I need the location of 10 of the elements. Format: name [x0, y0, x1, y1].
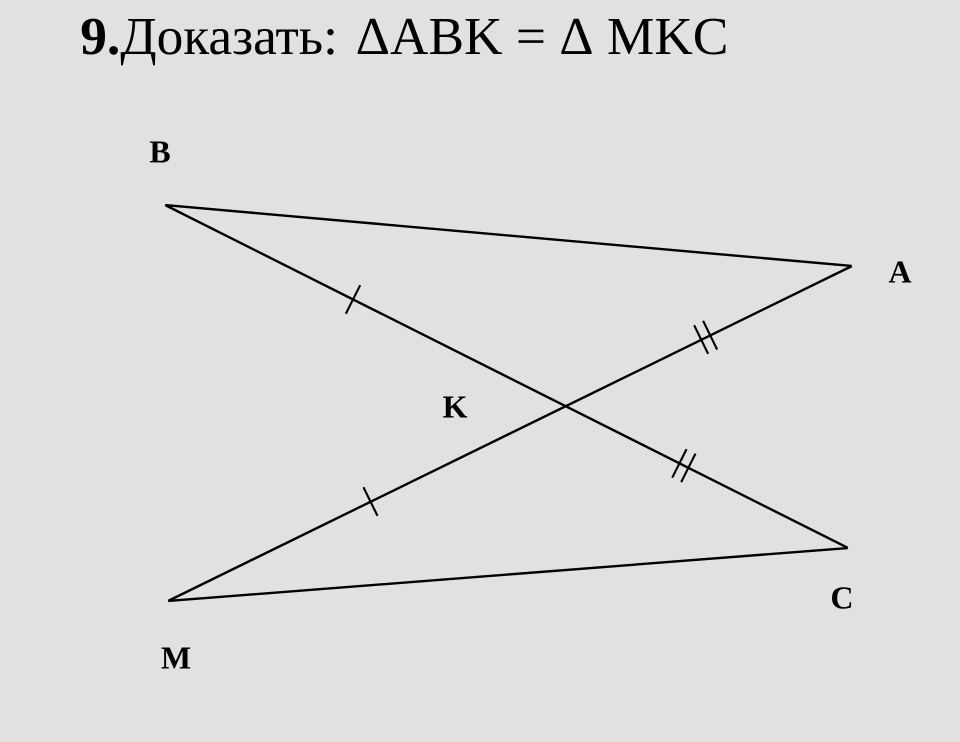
point-label: K [443, 396, 468, 418]
point-label: M [161, 648, 190, 668]
line-segment [168, 546, 848, 602]
point-label: A [888, 261, 912, 283]
title: 9.Доказать: ΔABK = Δ MKC [82, 18, 726, 66]
point-label: C [832, 587, 852, 609]
point-label: B [150, 141, 170, 162]
line-segment [165, 204, 852, 268]
line-segment [168, 265, 852, 602]
line-segment [164, 204, 848, 549]
